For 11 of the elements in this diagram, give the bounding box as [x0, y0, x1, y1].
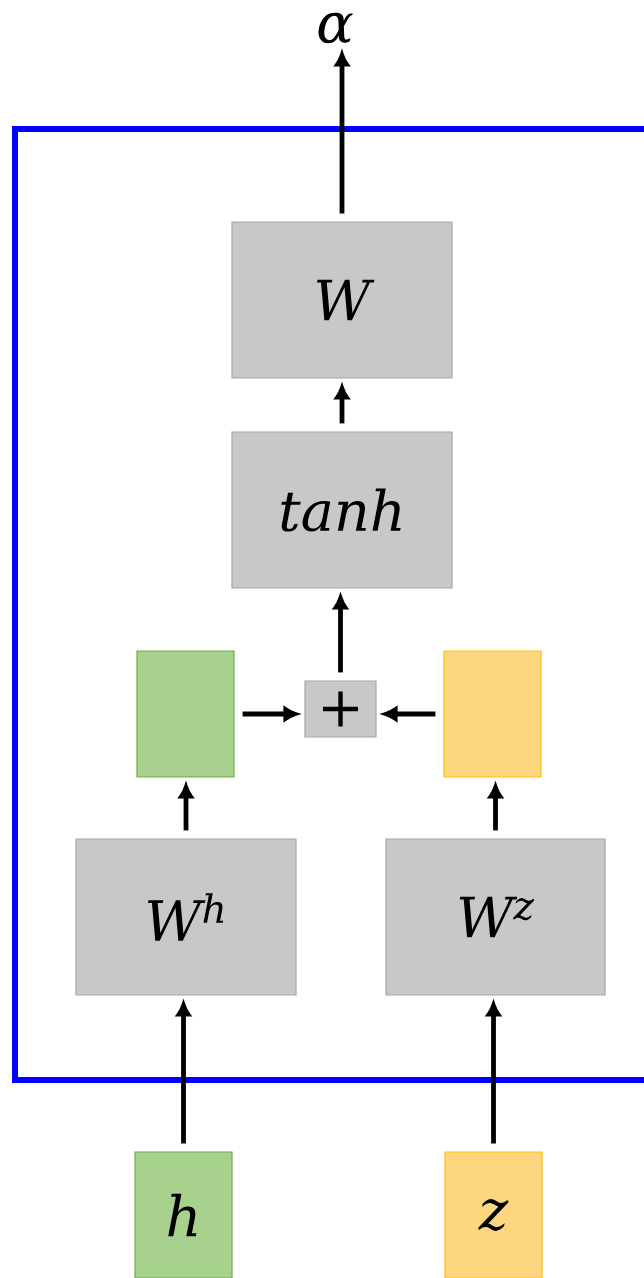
- process-box: W$^{h}$: [75, 838, 297, 996]
- output-label: α: [318, 12, 353, 44]
- input-box: h: [134, 1151, 233, 1278]
- process-box: W: [231, 221, 453, 379]
- process-box: +: [304, 680, 377, 738]
- input-box: [136, 650, 235, 778]
- input-box: z: [444, 1151, 543, 1278]
- frame-box: [12, 126, 644, 1083]
- input-box: [443, 650, 542, 778]
- process-box: tanh: [231, 431, 453, 589]
- process-box: W$^{z}$: [385, 838, 606, 996]
